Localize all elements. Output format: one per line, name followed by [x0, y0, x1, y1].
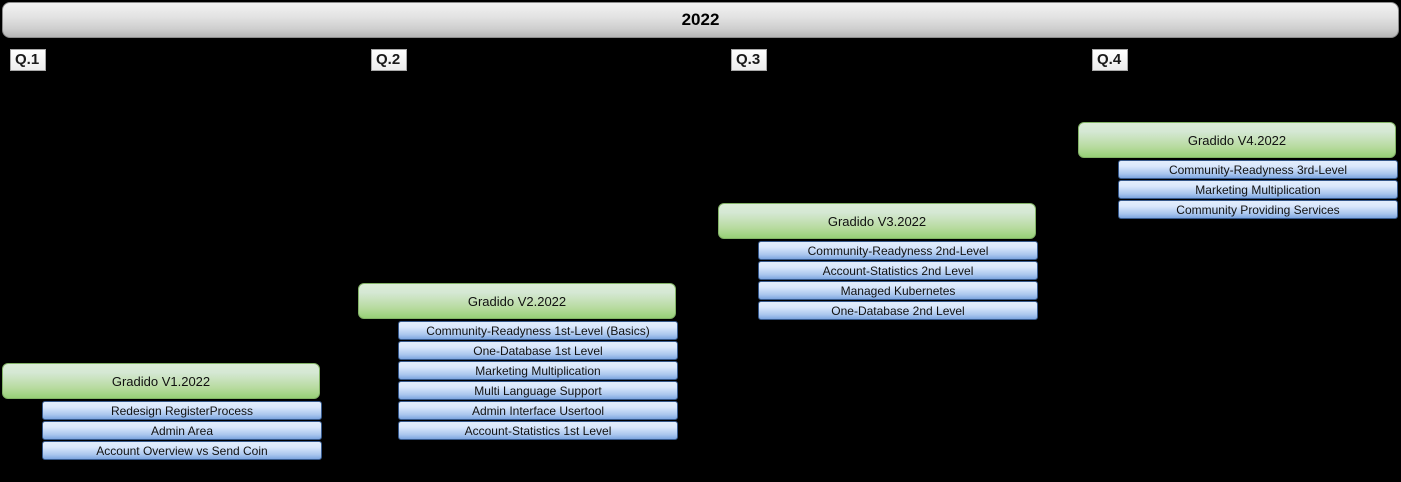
item-label: Managed Kubernetes [840, 283, 956, 298]
roadmap-item: Account-Statistics 2nd Level [758, 261, 1038, 280]
item-label: One-Database 2nd Level [831, 303, 965, 318]
roadmap-item: Managed Kubernetes [758, 281, 1038, 300]
item-label: Community-Readyness 2nd-Level [807, 243, 989, 258]
quarter-label-q3: Q.3 [731, 49, 768, 71]
roadmap-item: One-Database 1st Level [398, 341, 678, 360]
release-label: Gradido V2.2022 [467, 293, 567, 309]
item-label: Account Overview vs Send Coin [96, 443, 268, 458]
item-list-q4: Community-Readyness 3rd-Level Marketing … [1118, 160, 1398, 219]
release-box-q2: Gradido V2.2022 [358, 283, 676, 319]
year-banner: 2022 [2, 2, 1399, 38]
item-list-q3: Community-Readyness 2nd-Level Account-St… [758, 241, 1038, 320]
release-label: Gradido V4.2022 [1187, 132, 1287, 148]
item-label: One-Database 1st Level [473, 343, 603, 358]
roadmap-item: Account-Statistics 1st Level [398, 421, 678, 440]
item-label: Community Providing Services [1176, 202, 1340, 217]
item-list-q2: Community-Readyness 1st-Level (Basics) O… [398, 321, 678, 440]
quarter-label-q1: Q.1 [10, 49, 47, 71]
release-label: Gradido V3.2022 [827, 213, 927, 229]
roadmap-item: Multi Language Support [398, 381, 678, 400]
item-label: Account-Statistics 2nd Level [822, 263, 974, 278]
release-label: Gradido V1.2022 [111, 373, 211, 389]
item-label: Redesign RegisterProcess [110, 403, 254, 418]
item-label: Admin Interface Usertool [471, 403, 605, 418]
item-list-q1: Redesign RegisterProcess Admin Area Acco… [42, 401, 322, 460]
quarter-label-q4: Q.4 [1092, 49, 1129, 71]
roadmap-item: Redesign RegisterProcess [42, 401, 322, 420]
item-label: Community-Readyness 3rd-Level [1168, 162, 1348, 177]
release-box-q4: Gradido V4.2022 [1078, 122, 1396, 158]
quarter-group-q4: Gradido V4.2022 Community-Readyness 3rd-… [1078, 122, 1398, 220]
year-title: 2022 [681, 10, 720, 29]
roadmap-item: Admin Interface Usertool [398, 401, 678, 420]
release-box-q3: Gradido V3.2022 [718, 203, 1036, 239]
quarter-group-q2: Gradido V2.2022 Community-Readyness 1st-… [358, 283, 678, 441]
item-label: Community-Readyness 1st-Level (Basics) [426, 323, 650, 338]
release-box-q1: Gradido V1.2022 [2, 363, 320, 399]
roadmap-item: Admin Area [42, 421, 322, 440]
item-label: Marketing Multiplication [1195, 182, 1321, 197]
roadmap-item: Account Overview vs Send Coin [42, 441, 322, 460]
item-label: Multi Language Support [474, 383, 602, 398]
roadmap-item: Community-Readyness 2nd-Level [758, 241, 1038, 260]
quarter-group-q1: Gradido V1.2022 Redesign RegisterProcess… [2, 363, 322, 461]
roadmap-item: Marketing Multiplication [398, 361, 678, 380]
roadmap-item: One-Database 2nd Level [758, 301, 1038, 320]
roadmap-item: Community-Readyness 1st-Level (Basics) [398, 321, 678, 340]
roadmap-item: Marketing Multiplication [1118, 180, 1398, 199]
roadmap-item: Community Providing Services [1118, 200, 1398, 219]
quarter-group-q3: Gradido V3.2022 Community-Readyness 2nd-… [718, 203, 1038, 321]
roadmap-item: Community-Readyness 3rd-Level [1118, 160, 1398, 179]
quarter-label-q2: Q.2 [371, 49, 408, 71]
item-label: Account-Statistics 1st Level [464, 423, 612, 438]
item-label: Admin Area [150, 423, 214, 438]
item-label: Marketing Multiplication [475, 363, 601, 378]
